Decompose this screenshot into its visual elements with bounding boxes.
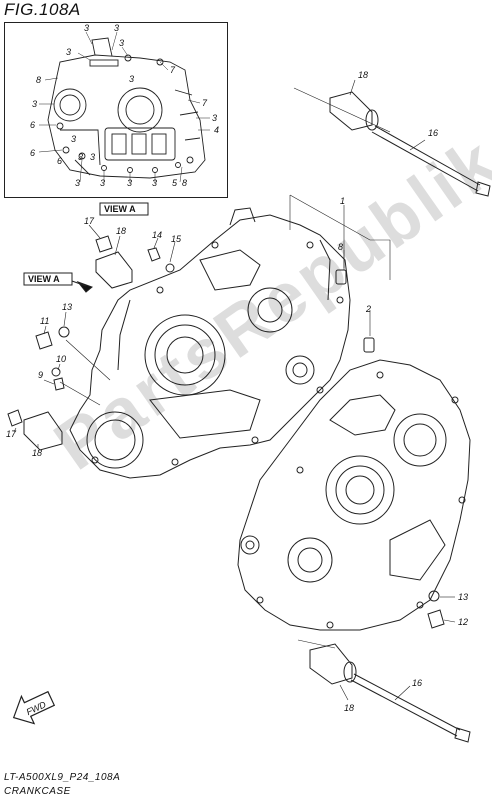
callout-i15: 3 <box>71 134 76 144</box>
callout-i1: 3 <box>84 23 89 33</box>
view-a-markers <box>23 202 149 293</box>
diagram-name: CRANKCASE <box>4 786 71 797</box>
callout-i11: 6 <box>30 148 35 158</box>
callout-c15: 15 <box>171 234 182 244</box>
callout-c13a: 13 <box>62 302 72 312</box>
callout-c16a: 16 <box>428 128 438 138</box>
callout-c2: 2 <box>365 304 371 314</box>
callout-c17a: 17 <box>84 216 95 226</box>
callout-c11: 11 <box>40 316 49 326</box>
callout-c17b: 17 <box>6 429 17 439</box>
callout-c18c: 18 <box>32 448 42 458</box>
callout-i6: 8 <box>36 75 41 85</box>
main-leader-lines <box>13 79 456 701</box>
fwd-label: FWD <box>25 699 48 717</box>
fwd-arrow <box>12 690 56 725</box>
callout-c9: 9 <box>38 370 43 380</box>
callout-i13: 3 <box>90 152 95 162</box>
callout-c12: 12 <box>458 617 468 627</box>
callout-i12: 3 <box>78 152 83 162</box>
callout-i16: 6 <box>57 156 62 166</box>
callout-c14: 14 <box>152 230 162 240</box>
callout-c18d: 18 <box>344 703 354 713</box>
callout-i21: 5 <box>172 178 178 188</box>
callout-i18: 3 <box>100 178 105 188</box>
inset-drawing <box>47 37 206 179</box>
diagram-code: LT-A500XL9_P24_108A <box>4 772 121 783</box>
callout-i2: 3 <box>114 23 119 33</box>
callout-i3: 3 <box>66 47 71 57</box>
callout-i20: 3 <box>152 178 157 188</box>
parts <box>7 91 491 743</box>
callout-i22: 8 <box>182 178 187 188</box>
inset-leader-lines <box>38 31 210 183</box>
callout-c1: 1 <box>340 196 345 206</box>
crankcase-right-half <box>237 359 471 631</box>
callout-c8: 8 <box>338 242 343 252</box>
figure-title: FIG.108A <box>4 0 81 19</box>
view-a-label-top: VIEW A <box>104 204 136 214</box>
crankcase-left-half <box>69 207 351 479</box>
callout-c16b: 16 <box>412 678 422 688</box>
callout-i4: 3 <box>119 38 124 48</box>
view-a-label-left: VIEW A <box>28 274 60 284</box>
callout-i17: 3 <box>75 178 80 188</box>
callout-i19: 3 <box>127 178 132 188</box>
callout-i14: 4 <box>214 125 219 135</box>
callout-c13b: 13 <box>458 592 468 602</box>
callout-c10: 10 <box>56 354 66 364</box>
callout-c18b: 18 <box>116 226 126 236</box>
callout-i9: 3 <box>212 113 217 123</box>
inset-view-a-frame <box>4 22 228 198</box>
callout-c18a: 18 <box>358 70 368 80</box>
callout-i5: 7 <box>170 65 176 75</box>
callout-i23: 3 <box>129 74 134 84</box>
callout-i10: 6 <box>30 120 35 130</box>
callout-i8: 7 <box>202 98 208 108</box>
callout-i7: 3 <box>32 99 37 109</box>
